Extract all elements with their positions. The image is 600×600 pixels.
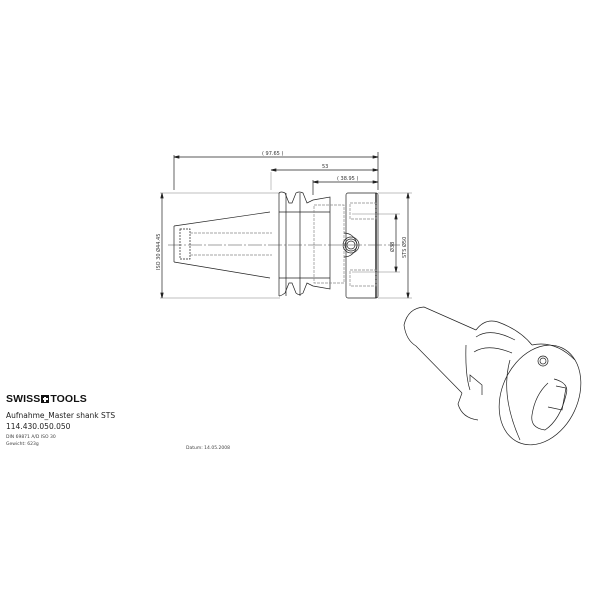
dimension-overall-length: [173, 152, 379, 190]
flange: [278, 191, 345, 297]
date-label: Datum: 14.05.2008: [186, 446, 230, 451]
dimension-outer: [378, 192, 412, 299]
head: [342, 192, 379, 299]
dim-text-taper: ISO 30 Ø44.45: [155, 234, 162, 270]
dim-text-outer: STS Ø50: [401, 237, 408, 258]
dimension-body-length: [270, 168, 379, 190]
dimension-head-length: [312, 180, 379, 195]
standard-label: DIN 69871 A/D ISO 30: [6, 435, 56, 440]
article-number: 114.430.050.050: [6, 422, 71, 431]
brand-right: TOOLS: [50, 393, 87, 405]
side-view: [160, 152, 412, 299]
product-name: Aufnahme_Master shank STS: [6, 411, 116, 420]
title-block: SWISS TOOLS Aufnahme_Master shank STS 11…: [6, 393, 246, 447]
dim-text-bore: Ø38: [389, 242, 396, 252]
swiss-cross-icon: [41, 395, 50, 403]
brand-logo: SWISS TOOLS: [6, 393, 246, 405]
dim-text-body: 53: [322, 164, 328, 170]
brand-left: SWISS: [6, 393, 41, 405]
taper-body: [173, 211, 272, 279]
dim-text-head: ( 38.95 ): [337, 176, 358, 182]
weight-label: Gewicht: 623g: [6, 442, 39, 447]
dimension-taper-diameter: [160, 192, 280, 299]
dim-text-overall: ( 97.65 ): [262, 151, 283, 157]
isometric-view: [403, 306, 582, 446]
